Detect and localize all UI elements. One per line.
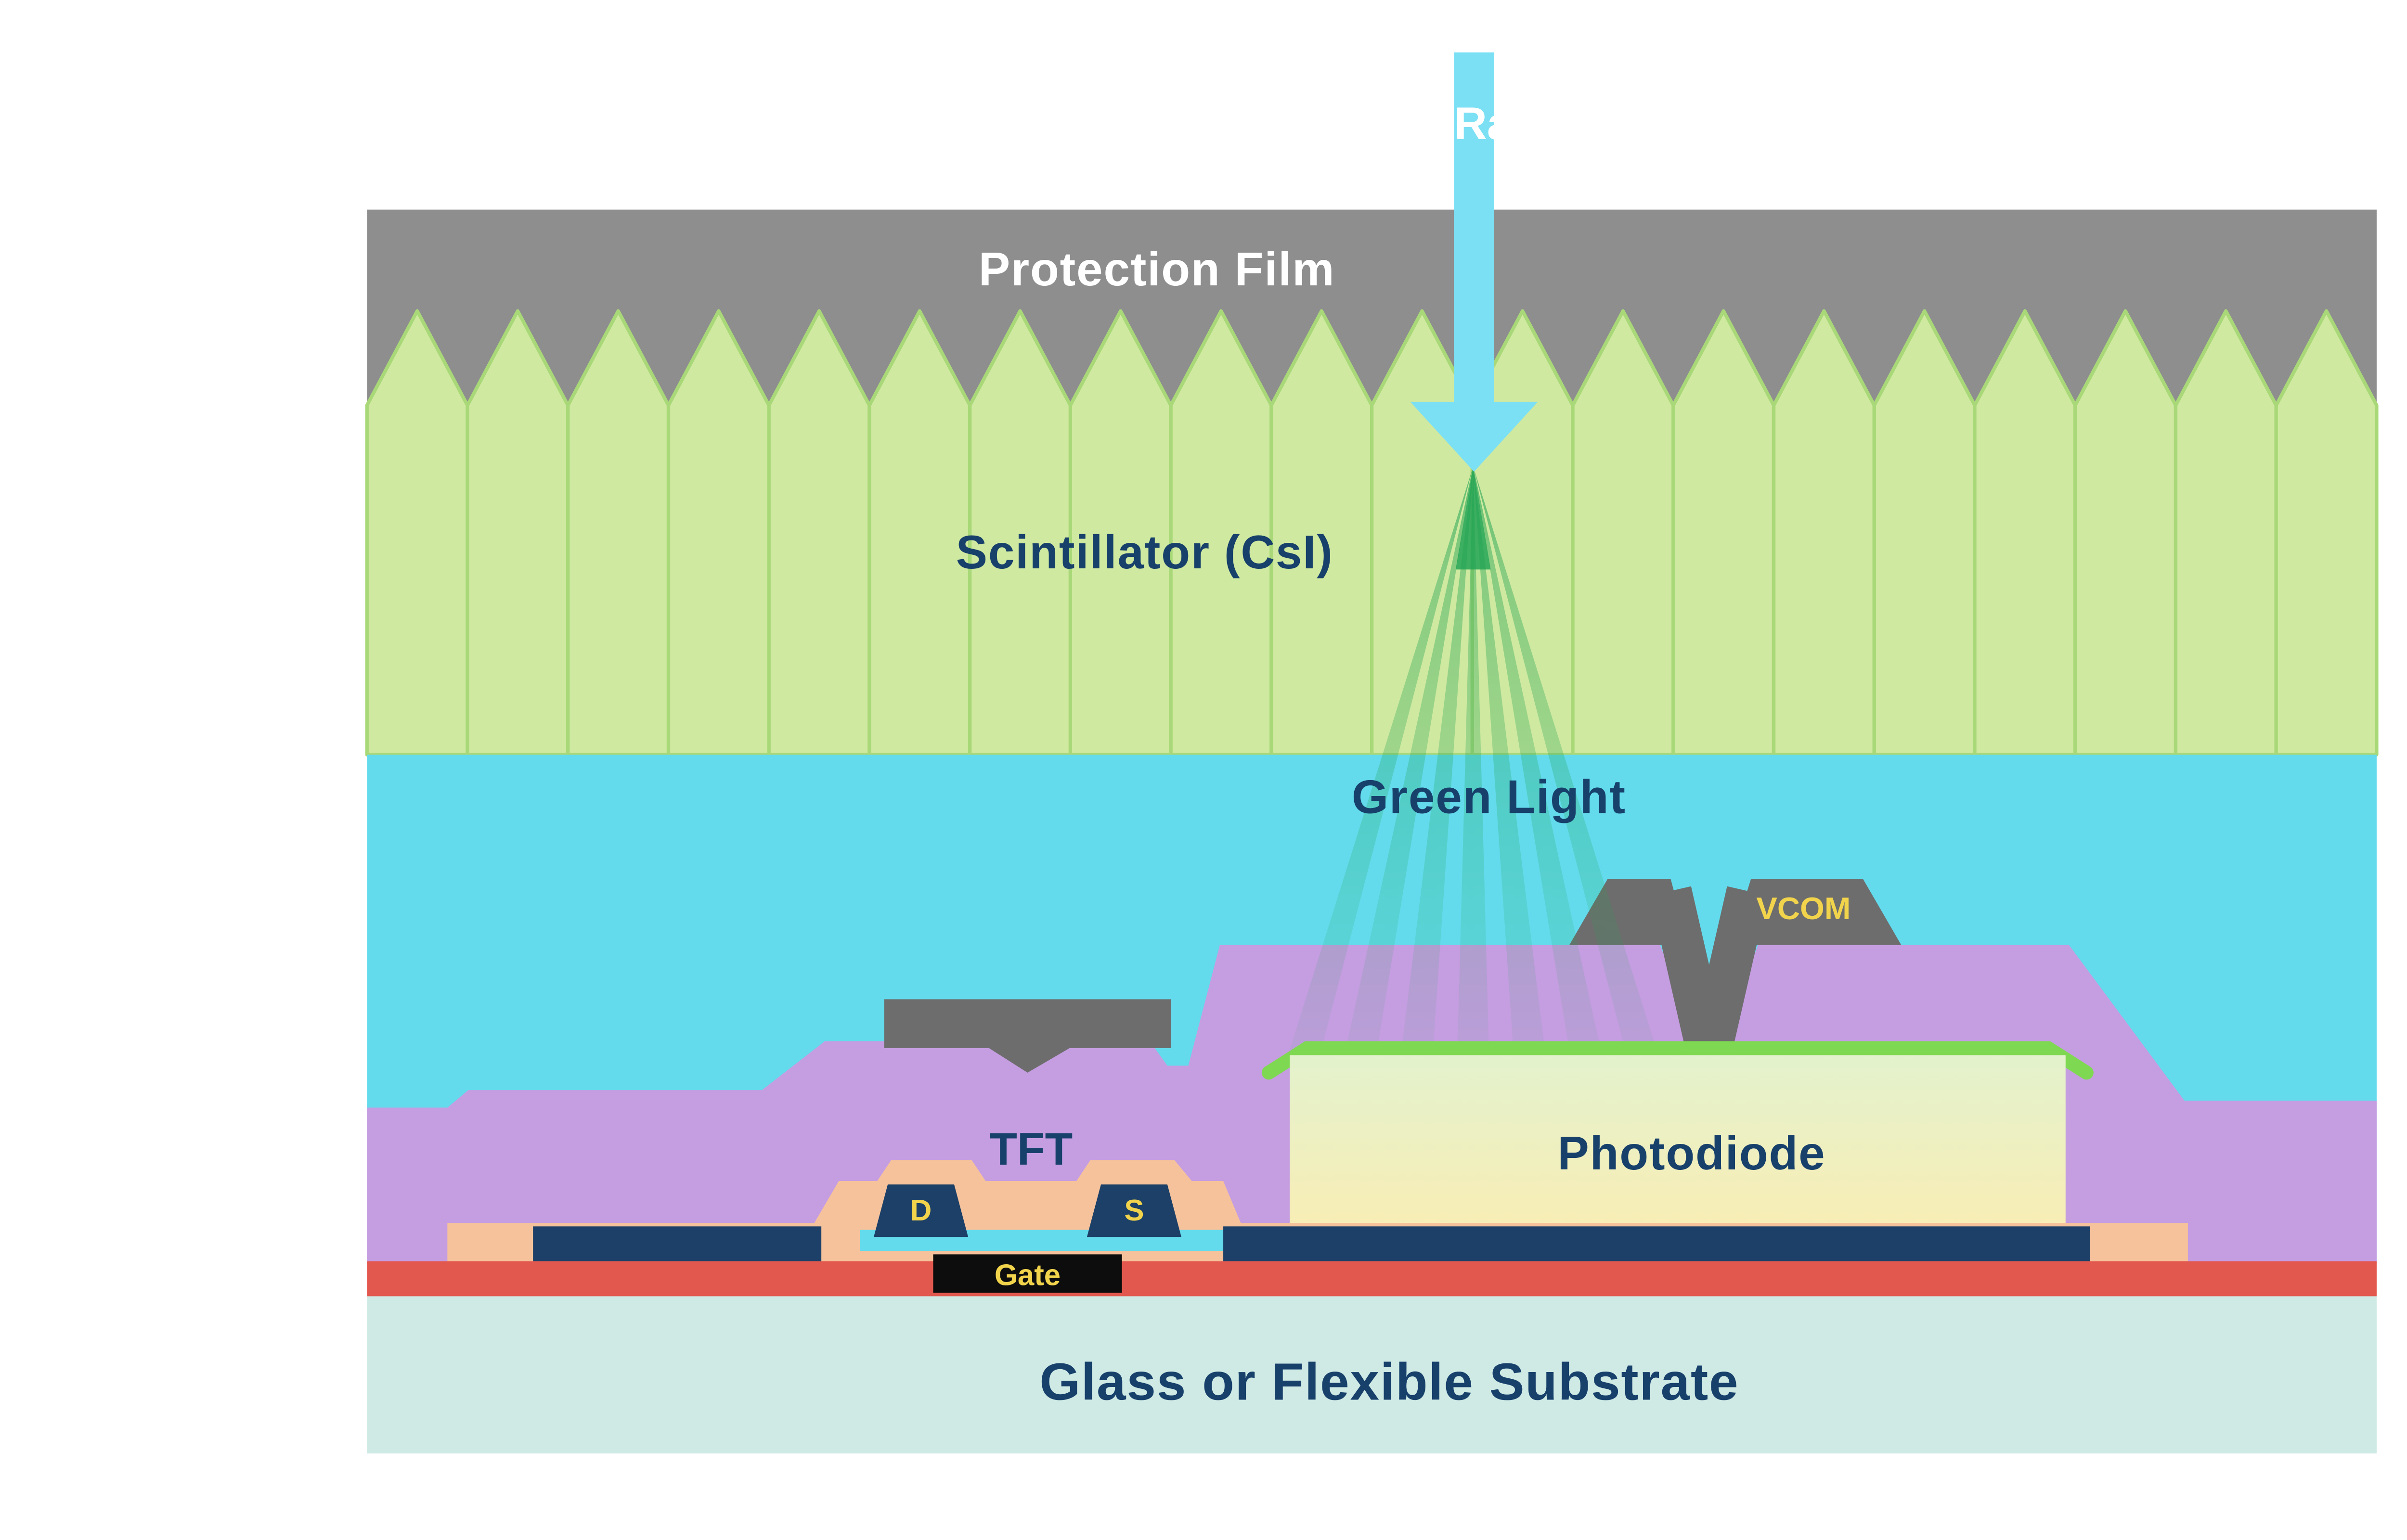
tft-drain-label: D [910, 1194, 932, 1227]
scintillator-column [1772, 309, 1876, 757]
xray-arrow-head [1410, 401, 1538, 472]
green-light-ray [1290, 466, 1474, 1050]
protection-film-layer [367, 209, 2377, 406]
photodiode-top-contact [1261, 1041, 2094, 1080]
scintillator-column [365, 309, 469, 757]
scintillator-column [2174, 309, 2278, 757]
green-light-ray [1401, 466, 1474, 1050]
red-base-layer [367, 1261, 2377, 1296]
green-light-apex-glow [1455, 466, 1491, 570]
scintillator-column [867, 309, 972, 757]
scintillator-column [2073, 309, 2178, 757]
scintillator-column [566, 309, 671, 757]
green-light-label: Green Light [1352, 770, 1626, 823]
vcom-label: VCOM [1756, 891, 1851, 926]
xray-arrow-shaft [1454, 52, 1494, 406]
photodiode-body [1290, 1055, 2066, 1233]
scintillator-column [2274, 309, 2379, 757]
green-light-ray [1457, 466, 1489, 1050]
tft-source-electrode [1087, 1184, 1181, 1237]
xray-label: X-Ray [1409, 99, 1538, 149]
substrate-label: Glass or Flexible Substrate [1039, 1352, 1739, 1411]
tft-gate-label: Gate [995, 1258, 1061, 1292]
data-line-electrode [533, 1226, 822, 1261]
photodiode-bottom-electrode [1223, 1226, 2090, 1261]
tft-label: TFT [989, 1124, 1073, 1175]
scintillator-layer [365, 309, 2379, 757]
scintillator-column [666, 309, 771, 757]
protection-film-label: Protection Film [979, 243, 1335, 295]
scintillator-column [1973, 309, 2077, 757]
scintillator-label: Scintillator (CsI) [956, 526, 1333, 578]
scintillator-column [1571, 309, 1675, 757]
scintillator-column [767, 309, 871, 757]
vcom-right-shoulder [1730, 878, 1902, 945]
substrate-layer [367, 1296, 2377, 1454]
xray-arrow [1410, 52, 1538, 472]
scintillator-column [1872, 309, 1977, 757]
scintillator-column [466, 309, 570, 757]
tft-drain-electrode [874, 1184, 969, 1237]
tft-gate-electrode [933, 1254, 1122, 1293]
green-light-ray [1346, 466, 1474, 1050]
photodiode-label: Photodiode [1557, 1127, 1825, 1180]
tft-source-label: S [1124, 1194, 1144, 1227]
bias-line-electrode [884, 999, 1171, 1073]
scintillator-column [1671, 309, 1776, 757]
